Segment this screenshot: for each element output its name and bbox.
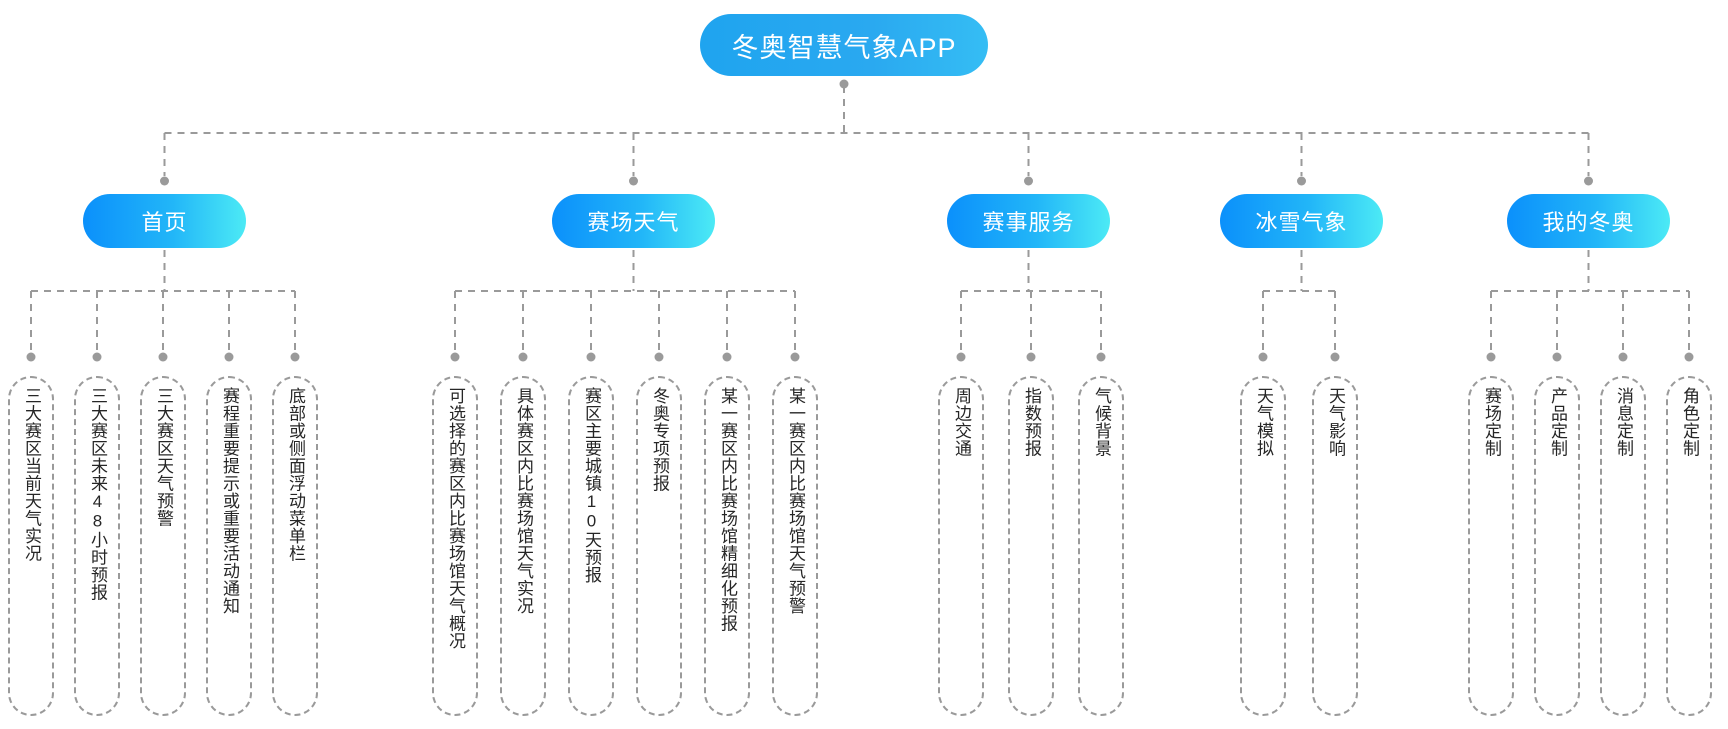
leaf-node[interactable]: 产品定制 bbox=[1534, 376, 1580, 716]
leaf-node-label: 角色定制 bbox=[1680, 387, 1700, 457]
section-node-label: 我的冬奥 bbox=[1542, 210, 1635, 235]
leaf-node-label: 消息定制 bbox=[1614, 387, 1634, 457]
leaf-node[interactable]: 角色定制 bbox=[1666, 376, 1712, 716]
leaf-node[interactable]: 指数预报 bbox=[1008, 376, 1054, 716]
leaf-node[interactable]: 三大赛区当前天气实况 bbox=[8, 376, 54, 716]
leaf-node[interactable]: 气候背景 bbox=[1078, 376, 1124, 716]
leaf-node-label: 天气影响 bbox=[1326, 387, 1346, 457]
section-node-ice-snow[interactable]: 冰雪气象 bbox=[1220, 194, 1383, 248]
leaf-node[interactable]: 赛程重要提示或重要活动通知 bbox=[206, 376, 252, 716]
leaf-node[interactable]: 周边交通 bbox=[938, 376, 984, 716]
leaf-node[interactable]: 可选择的赛区内比赛场馆天气概况 bbox=[432, 376, 478, 716]
leaf-node-label: 三大赛区未来48小时预报 bbox=[88, 387, 108, 601]
section-node-my-olympics[interactable]: 我的冬奥 bbox=[1507, 194, 1670, 248]
leaf-node-label: 赛程重要提示或重要活动通知 bbox=[220, 387, 240, 615]
leaf-node[interactable]: 具体赛区内比赛场馆天气实况 bbox=[500, 376, 546, 716]
leaf-node[interactable]: 消息定制 bbox=[1600, 376, 1646, 716]
leaf-node[interactable]: 赛区主要城镇10天预报 bbox=[568, 376, 614, 716]
leaf-node-label: 产品定制 bbox=[1548, 387, 1568, 457]
leaf-node[interactable]: 三大赛区天气预警 bbox=[140, 376, 186, 716]
leaf-node-label: 某一赛区内比赛场馆精细化预报 bbox=[718, 387, 738, 632]
leaf-node[interactable]: 三大赛区未来48小时预报 bbox=[74, 376, 120, 716]
section-node-home[interactable]: 首页 bbox=[83, 194, 246, 248]
leaf-node[interactable]: 某一赛区内比赛场馆天气预警 bbox=[772, 376, 818, 716]
root-node-app-title[interactable]: 冬奥智慧气象APP bbox=[700, 14, 988, 76]
leaf-node-label: 周边交通 bbox=[952, 387, 972, 457]
leaf-node-label: 天气模拟 bbox=[1254, 387, 1274, 457]
leaf-node[interactable]: 天气模拟 bbox=[1240, 376, 1286, 716]
section-node-venue-weather[interactable]: 赛场天气 bbox=[552, 194, 715, 248]
root-node-label: 冬奥智慧气象APP bbox=[731, 32, 957, 63]
leaf-node-label: 赛场定制 bbox=[1482, 387, 1502, 457]
section-node-event-service[interactable]: 赛事服务 bbox=[947, 194, 1110, 248]
leaf-node-label: 三大赛区当前天气实况 bbox=[22, 387, 42, 562]
leaf-node-label: 指数预报 bbox=[1022, 387, 1042, 457]
leaf-node[interactable]: 冬奥专项预报 bbox=[636, 376, 682, 716]
section-node-label: 赛场天气 bbox=[587, 210, 680, 235]
leaf-node-label: 气候背景 bbox=[1092, 387, 1112, 457]
section-node-label: 冰雪气象 bbox=[1255, 210, 1348, 235]
leaf-node[interactable]: 赛场定制 bbox=[1468, 376, 1514, 716]
leaf-node-label: 底部或侧面浮动菜单栏 bbox=[286, 387, 306, 562]
leaf-node-label: 某一赛区内比赛场馆天气预警 bbox=[786, 387, 806, 615]
leaf-node[interactable]: 天气影响 bbox=[1312, 376, 1358, 716]
leaf-node-label: 具体赛区内比赛场馆天气实况 bbox=[514, 387, 534, 615]
section-node-label: 首页 bbox=[141, 210, 188, 235]
section-node-label: 赛事服务 bbox=[982, 210, 1075, 235]
leaf-node[interactable]: 底部或侧面浮动菜单栏 bbox=[272, 376, 318, 716]
leaf-node-label: 三大赛区天气预警 bbox=[154, 387, 174, 527]
leaf-node[interactable]: 某一赛区内比赛场馆精细化预报 bbox=[704, 376, 750, 716]
leaf-node-label: 可选择的赛区内比赛场馆天气概况 bbox=[446, 387, 466, 650]
leaf-node-label: 冬奥专项预报 bbox=[650, 387, 670, 492]
leaf-node-label: 赛区主要城镇10天预报 bbox=[582, 387, 602, 584]
